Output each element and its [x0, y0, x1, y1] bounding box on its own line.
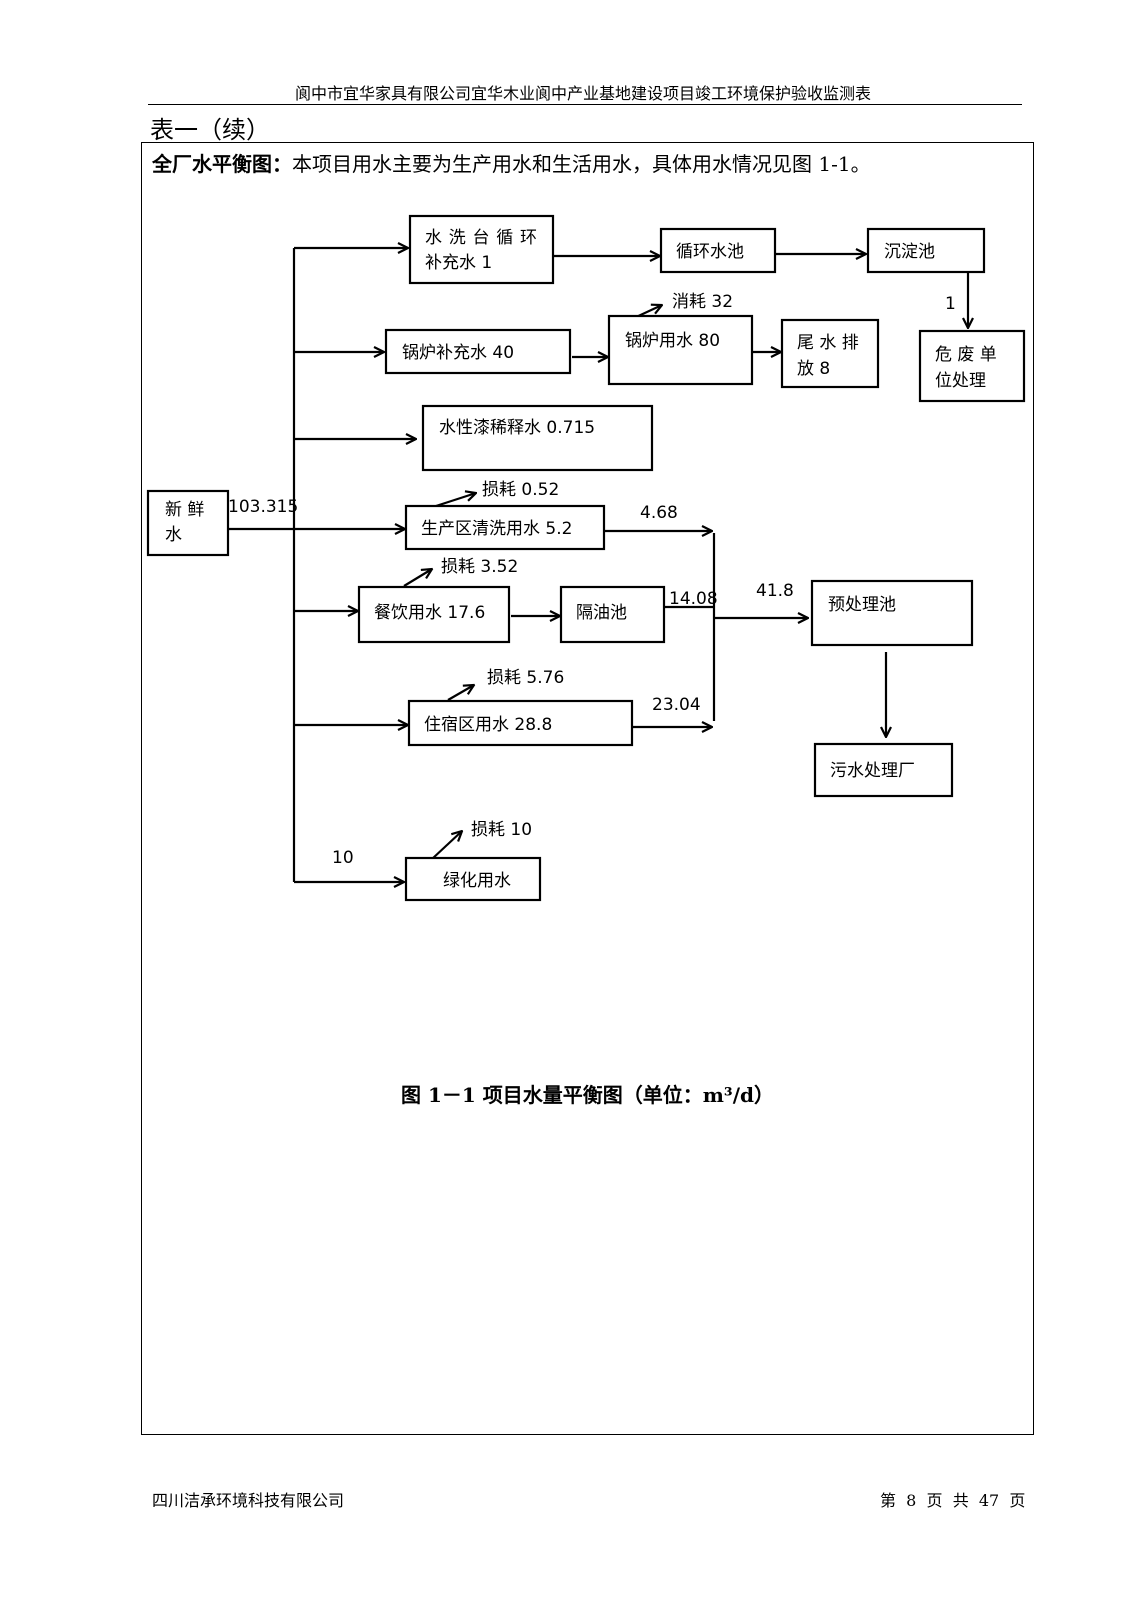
node-sewage-plant [813, 742, 954, 798]
node-tail-discharge [780, 318, 880, 389]
footer-page-number: 第 8 页 共 47 页 [880, 1491, 1026, 1510]
label-sewage-plant: 污水处理厂 [830, 761, 915, 781]
node-catering [357, 585, 511, 644]
label-tail-1: 尾 水 排 [797, 333, 859, 353]
flow-catering-loss: 损耗 3.52 [441, 557, 518, 577]
label-grease-trap: 隔油池 [576, 603, 627, 623]
node-dormitory [407, 699, 634, 747]
node-hazwaste [918, 329, 1026, 403]
footer-company: 四川洁承环境科技有限公司 [152, 1491, 345, 1510]
label-cleaning: 生产区清洗用水 5.2 [421, 519, 572, 539]
header-rule [148, 104, 1022, 105]
intro-heading: 全厂水平衡图： [152, 152, 292, 176]
label-hazwaste-1: 危 废 单 [935, 345, 997, 365]
label-boiler-makeup: 锅炉补充水 40 [402, 343, 514, 363]
arrow-cleaning-loss [435, 493, 476, 508]
label-fresh-water-1: 新 鲜 [165, 500, 204, 520]
document-header-title: 阆中市宜华家具有限公司宜华木业阆中产业基地建设项目竣工环境保护验收监测表 [294, 84, 871, 103]
node-boiler-makeup [384, 328, 572, 375]
label-circulating-pool: 循环水池 [676, 242, 744, 262]
label-sedimentation: 沉淀池 [884, 242, 935, 262]
flow-cleaning-out: 4.68 [640, 503, 678, 523]
label-pretreatment: 预处理池 [828, 595, 896, 615]
node-fresh-water [146, 489, 230, 557]
label-dormitory: 住宿区用水 28.8 [424, 715, 552, 735]
label-boiler-use: 锅炉用水 80 [625, 331, 720, 351]
flow-dormitory-loss: 损耗 5.76 [487, 668, 564, 688]
node-boiler-use [607, 314, 754, 386]
flow-greening-loss: 损耗 10 [471, 820, 532, 840]
arrow-catering-loss [403, 569, 432, 587]
label-greening: 绿化用水 [443, 871, 511, 891]
arrow-greening-loss [431, 831, 462, 860]
flow-grease-out: 14.08 [669, 589, 718, 609]
flow-greening-in: 10 [332, 848, 354, 868]
label-washstand-2: 补充水 1 [425, 253, 492, 273]
figure-caption: 图 1－1 项目水量平衡图（单位：m³/d） [401, 1083, 774, 1107]
label-hazwaste-2: 位处理 [935, 371, 986, 391]
node-cleaning [404, 504, 606, 551]
label-tail-2: 放 8 [797, 359, 830, 379]
node-paint-dilution [421, 404, 654, 472]
intro-text: 本项目用水主要为生产用水和生活用水，具体用水情况见图 1-1。 [292, 152, 871, 176]
arrow-dormitory-loss [447, 685, 474, 701]
node-grease-trap [559, 585, 666, 644]
node-greening [404, 856, 542, 902]
flow-fresh-total: 103.315 [228, 497, 298, 517]
table-label: 表一（续） [150, 116, 270, 144]
label-catering: 餐饮用水 17.6 [374, 603, 485, 623]
flow-dormitory-out: 23.04 [652, 695, 701, 715]
flow-boiler-consumption: 消耗 32 [672, 292, 733, 312]
label-paint-dilution: 水性漆稀释水 0.715 [439, 418, 595, 438]
node-circulating-pool [659, 227, 777, 274]
node-sedimentation [866, 227, 986, 274]
flow-merged-in: 41.8 [756, 581, 794, 601]
label-washstand-1: 水洗台循环 [425, 228, 537, 248]
label-fresh-water-2: 水 [165, 525, 182, 545]
flow-cleaning-loss: 损耗 0.52 [482, 480, 559, 500]
table-frame [141, 142, 1034, 1435]
node-pretreatment [810, 579, 974, 647]
flow-sediment-to-hazwaste: 1 [945, 294, 956, 314]
intro-paragraph: 全厂水平衡图：本项目用水主要为生产用水和生活用水，具体用水情况见图 1-1。 [152, 148, 871, 177]
node-washstand [408, 214, 555, 285]
